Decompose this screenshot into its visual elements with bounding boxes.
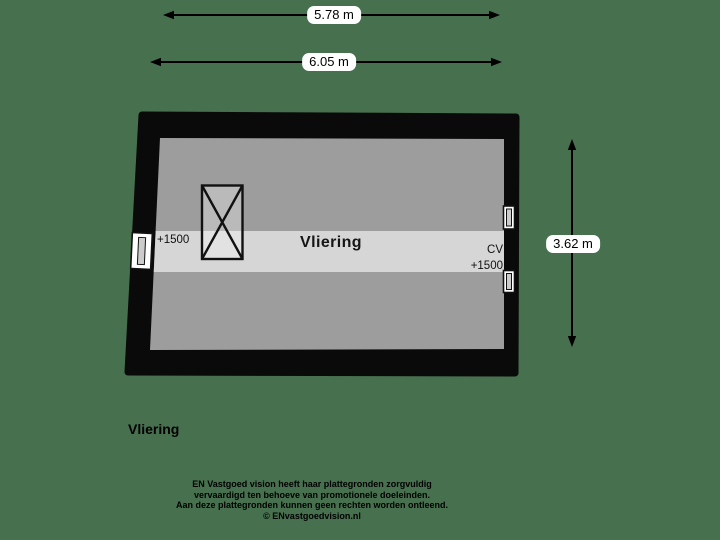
footer-disclaimer: EN Vastgoed vision heeft haar plattegron… [176,479,448,521]
room-label: Vliering [300,234,362,251]
loft-hatch-symbol [200,184,244,261]
dimension-label-right: 3.62 m [546,235,600,253]
footer-line-2: vervaardigd ten behoeve van promotionele… [193,489,431,500]
cv-label: CV [487,244,503,256]
level-label-right: +1500 [470,260,503,272]
window-right-bottom-icon [502,269,516,294]
level-label-left: +1500 [157,234,190,246]
window-left-icon [129,231,154,271]
floor-title: Vliering [128,421,180,437]
footer-line-4: © ENvastgoedvision.nl [263,510,361,521]
dimension-label-top-inner: 6.05 m [302,53,356,71]
footer-line-3: Aan deze plattegronden kunnen geen recht… [175,500,449,511]
dimension-label-top-outer: 5.78 m [307,6,361,24]
footer-line-1: EN Vastgoed vision heeft haar plattegron… [192,479,432,489]
window-right-top-icon [502,205,516,230]
